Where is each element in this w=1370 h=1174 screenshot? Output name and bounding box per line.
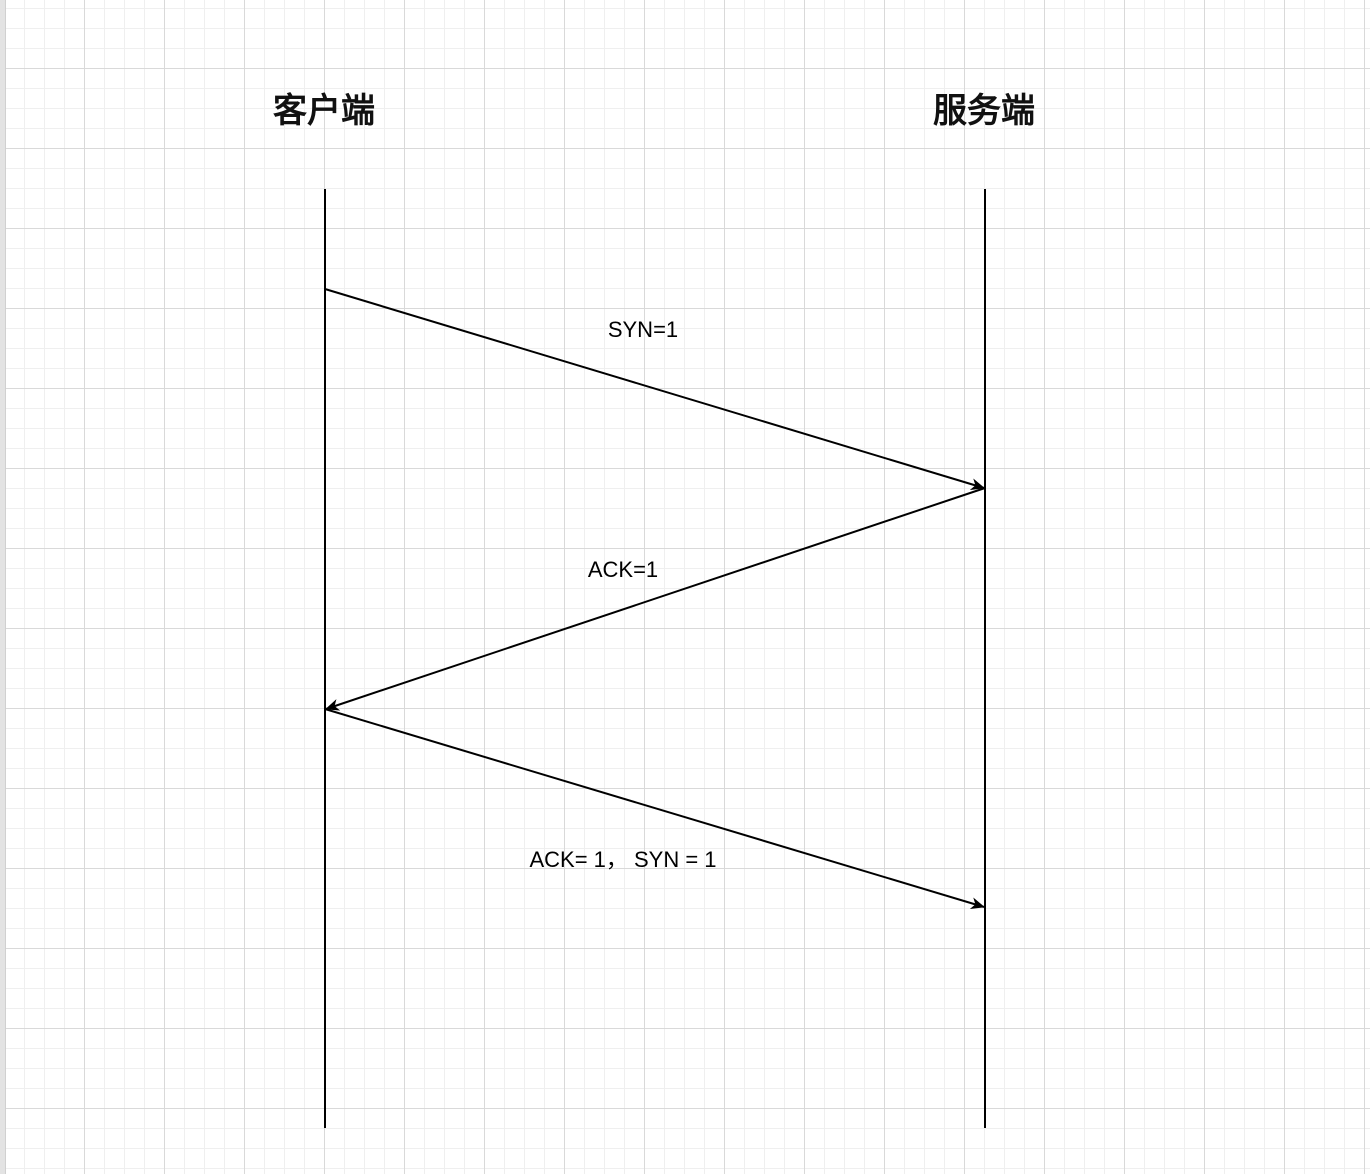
message-arrow-syn[interactable] xyxy=(324,288,985,490)
canvas-edge xyxy=(0,0,6,1174)
message-arrow-ack[interactable] xyxy=(325,487,986,711)
message-arrow-ack-syn[interactable] xyxy=(324,708,985,910)
message-label-syn: SYN=1 xyxy=(608,317,678,342)
client-label: 客户端 xyxy=(273,91,375,131)
message-label-ack-syn: ACK= 1， SYN = 1 xyxy=(529,847,716,872)
message-label-ack: ACK=1 xyxy=(588,557,658,582)
server-label: 服务端 xyxy=(933,91,1035,131)
